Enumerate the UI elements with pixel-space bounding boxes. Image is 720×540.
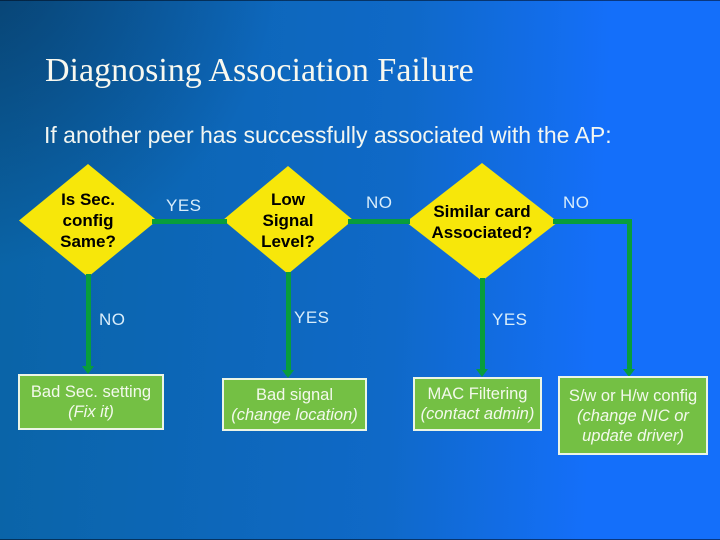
arrowhead-b3 — [476, 369, 488, 377]
connector-d3-right — [553, 219, 632, 224]
arrowhead-b4 — [623, 369, 635, 377]
outcome-mac-filtering: MAC Filtering (contact admin) — [413, 377, 542, 431]
outcome-line: MAC Filtering — [427, 385, 528, 403]
decision-line: Similar card — [433, 202, 531, 221]
decision-text: Is Sec. config Same? — [60, 189, 116, 252]
edge-label-yes: YES — [166, 196, 202, 215]
decision-sec-config: Is Sec. config Same? — [19, 164, 157, 277]
outcome-bad-signal: Bad signal (change location) — [222, 378, 367, 431]
decision-line: Is Sec. — [61, 190, 115, 209]
outcome-line: update driver) — [582, 426, 684, 445]
edge-label-no: NO — [99, 310, 126, 329]
decision-similar-card: Similar card Associated? — [406, 163, 558, 281]
edge-label-no: NO — [366, 193, 393, 212]
decision-line: Low — [270, 189, 305, 209]
decision-line: Same? — [60, 232, 116, 251]
outcome-line: S/w or H/w config — [568, 386, 698, 405]
outcome-line: (Fix it) — [68, 403, 114, 421]
outcome-line: (contact admin) — [420, 405, 535, 423]
decision-line: Level? — [261, 231, 315, 251]
connector-d2-d3 — [348, 219, 410, 224]
edge-label-no: NO — [563, 193, 590, 212]
connector-d1-b1 — [86, 274, 91, 366]
outcome-line: Bad signal — [255, 385, 334, 404]
edge-label-yes: YES — [294, 308, 330, 327]
arrowhead-b1 — [82, 366, 94, 374]
connector-d1-d2 — [152, 219, 227, 224]
connector-d3-b3 — [480, 278, 485, 369]
outcome-sw-hw-config: S/w or H/w config (change NIC or update … — [558, 376, 708, 455]
outcome-line: (change location) — [231, 405, 358, 424]
outcome-bad-sec-setting: Bad Sec. setting (Fix it) — [18, 374, 164, 430]
connector-bend-down — [627, 219, 632, 369]
decision-signal-level: Low Signal Level? — [223, 166, 353, 274]
decision-line: Signal — [262, 210, 314, 230]
outcome-line: (change NIC or — [577, 406, 689, 425]
slide-subtitle: If another peer has successfully associa… — [44, 122, 612, 148]
decision-line: Associated? — [431, 223, 533, 242]
edge-label-yes: YES — [492, 310, 528, 329]
connector-d2-b2 — [286, 272, 291, 370]
decision-text: Similar card Associated? — [431, 201, 532, 243]
arrowhead-b2 — [282, 370, 294, 378]
outcome-line: Bad Sec. setting — [30, 383, 152, 401]
decision-line: config — [62, 211, 114, 230]
page-title: Diagnosing Association Failure — [45, 52, 474, 89]
decision-text: Low Signal Level? — [261, 189, 315, 252]
